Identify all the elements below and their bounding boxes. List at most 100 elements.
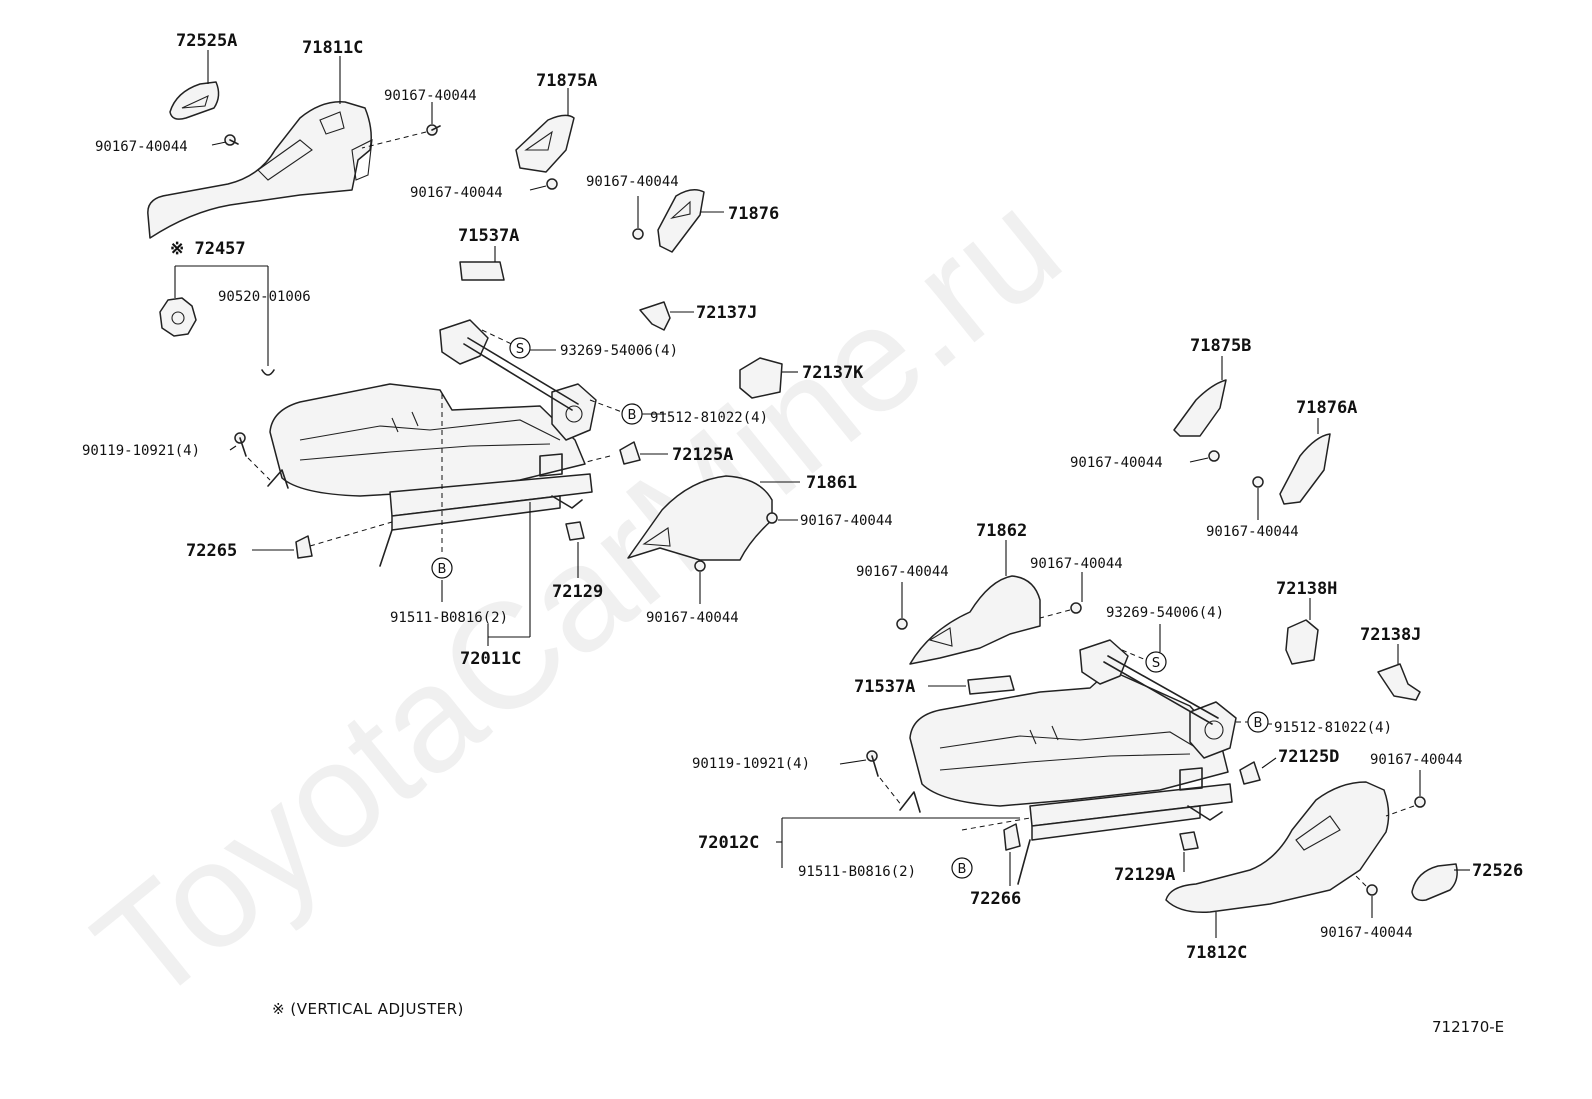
bolt-icon (224, 134, 239, 146)
label-90167-40044: 90167-40044 (856, 564, 949, 580)
left-seat-frame-shape (267, 319, 597, 567)
mark-s-left: S (509, 337, 531, 359)
part-72137K-shape (739, 357, 783, 399)
label-71812C: 71812C (1186, 943, 1247, 963)
mark-b-left-bottom: B (431, 557, 453, 579)
part-71876-shape (657, 189, 705, 253)
label-90167-40044: 90167-40044 (95, 139, 188, 155)
label-71875A: 71875A (536, 71, 597, 91)
part-72129-shape (565, 521, 585, 541)
label-71862: 71862 (976, 521, 1027, 541)
label-90167-40044: 90167-40044 (800, 513, 893, 529)
label-91511-B0816: 91511-B0816(2) (390, 610, 508, 626)
label-90119-10921: 90119-10921(4) (692, 756, 810, 772)
label-72138H: 72138H (1276, 579, 1337, 599)
label-71811C: 71811C (302, 38, 363, 58)
label-71876A: 71876A (1296, 398, 1357, 418)
svg-text:B: B (958, 862, 967, 877)
label-90119-10921: 90119-10921(4) (82, 443, 200, 459)
label-72125A: 72125A (672, 445, 733, 465)
label-90167-40044: 90167-40044 (1320, 925, 1413, 941)
bolt-icon (866, 750, 879, 777)
part-72457-shape (159, 297, 197, 337)
part-72125D-shape (1239, 761, 1261, 785)
label-71537A: 71537A (854, 677, 915, 697)
part-71862-shape (909, 575, 1041, 665)
part-72265-shape (295, 535, 313, 559)
label-90167-40044: 90167-40044 (1370, 752, 1463, 768)
part-71537A-shape (459, 261, 505, 281)
part-71861-shape (627, 475, 773, 561)
bolt-icon (426, 124, 441, 136)
svg-text:B: B (628, 408, 637, 423)
part-72526-shape (1411, 863, 1458, 902)
label-91512-81022: 91512-81022(4) (1274, 720, 1392, 736)
bolt-icon (1070, 602, 1082, 614)
label-90167-40044: 90167-40044 (410, 185, 503, 201)
part-71875A-shape (515, 114, 575, 173)
label-72012C: 72012C (698, 833, 759, 853)
label-72265: 72265 (186, 541, 237, 561)
part-72266-shape (1003, 823, 1021, 851)
label-72137K: 72137K (802, 363, 864, 383)
label-72526: 72526 (1472, 861, 1523, 881)
bolt-icon (1414, 796, 1426, 808)
label-91511-B0816: 91511-B0816(2) (798, 864, 916, 880)
bolt-icon (766, 512, 778, 524)
diagram-code: 712170-E (1432, 1018, 1504, 1036)
part-72138J-shape (1377, 663, 1421, 701)
label-90167-40044: 90167-40044 (384, 88, 477, 104)
bolt-icon (1208, 450, 1220, 462)
label-72137J: 72137J (696, 303, 757, 323)
label-72525A: 72525A (176, 31, 237, 51)
bolt-icon (1252, 476, 1264, 488)
label-90167-40044: 90167-40044 (646, 610, 739, 626)
label-91512-81022: 91512-81022(4) (650, 410, 768, 426)
bolt-icon (234, 432, 247, 457)
label-93269-54006: 93269-54006(4) (1106, 605, 1224, 621)
label-71537A: 71537A (458, 226, 519, 246)
label-90167-40044: 90167-40044 (1070, 455, 1163, 471)
part-71876A-shape (1279, 433, 1331, 505)
label-71876: 71876 (728, 204, 779, 224)
part-71812C-shape (1165, 781, 1390, 913)
label-72129: 72129 (552, 582, 603, 602)
mark-b-right-bottom: B (951, 857, 973, 879)
label-72129A: 72129A (1114, 865, 1175, 885)
part-72125A-shape (619, 441, 641, 465)
label-90167-40044: 90167-40044 (586, 174, 679, 190)
bolt-icon (694, 560, 706, 572)
label-71861: 71861 (806, 473, 857, 493)
bolt-icon (546, 178, 558, 190)
bolt-icon (896, 618, 908, 630)
mark-b-left-top: B (621, 403, 643, 425)
label-72138J: 72138J (1360, 625, 1421, 645)
svg-text:B: B (1254, 716, 1263, 731)
part-72525A-shape (169, 81, 220, 120)
label-90167-40044: 90167-40044 (1030, 556, 1123, 572)
bolt-icon (1366, 884, 1378, 896)
mark-s-right: S (1145, 651, 1167, 673)
label-72125D: 72125D (1278, 747, 1339, 767)
bolt-icon (632, 228, 644, 240)
right-seat-frame-shape (899, 639, 1237, 885)
label-93269-54006: 93269-54006(4) (560, 343, 678, 359)
label-90167-40044: 90167-40044 (1206, 524, 1299, 540)
mark-b-right-top: B (1247, 711, 1269, 733)
part-71875B-shape (1173, 379, 1227, 437)
part-71811C-shape (147, 101, 373, 239)
label-72457: ※ 72457 (170, 239, 246, 259)
svg-text:B: B (438, 562, 447, 577)
part-72138H-shape (1285, 619, 1319, 665)
vertical-adjuster-note: ※ (VERTICAL ADJUSTER) (272, 1000, 464, 1018)
label-72266: 72266 (970, 889, 1021, 909)
label-71875B: 71875B (1190, 336, 1251, 356)
svg-text:S: S (1152, 656, 1160, 671)
part-71537A-right-shape (967, 675, 1015, 695)
label-90520-01006: 90520-01006 (218, 289, 311, 305)
svg-text:S: S (516, 342, 524, 357)
part-72137J-shape (639, 301, 671, 331)
label-72011C: 72011C (460, 649, 521, 669)
